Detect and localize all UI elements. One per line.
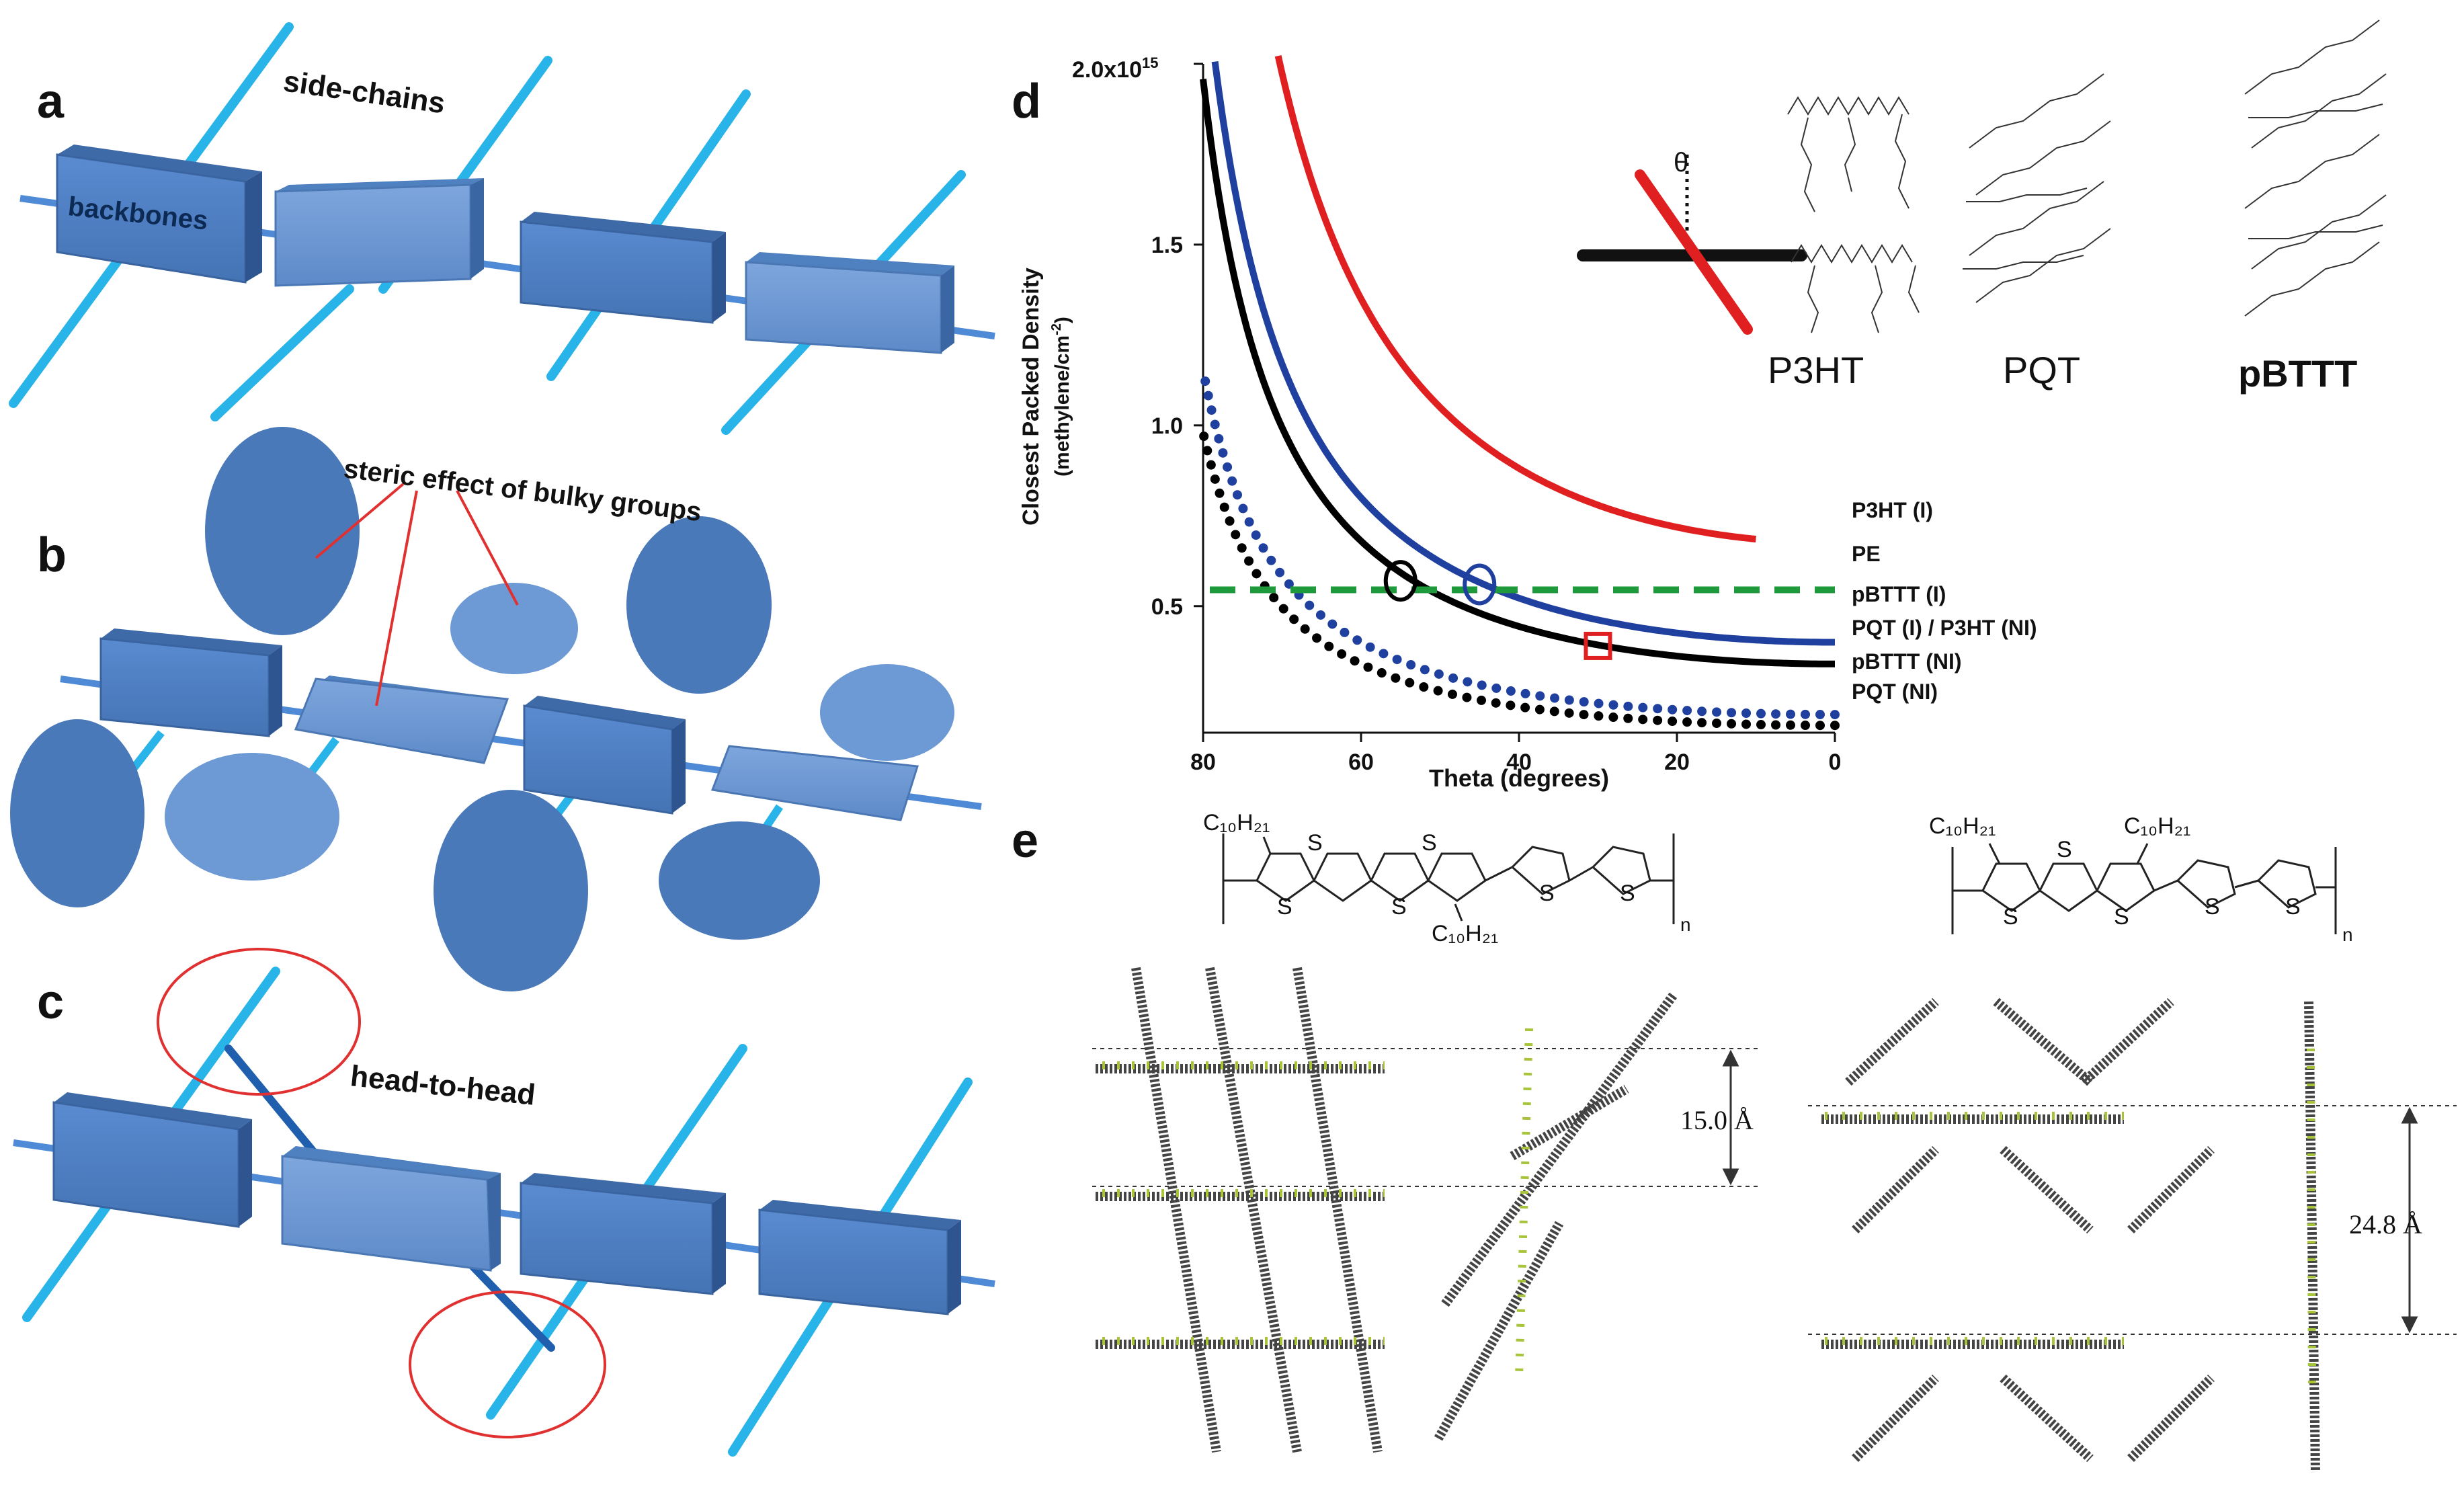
- backbone-blocks: [56, 145, 954, 354]
- head-to-head-chains: [224, 1045, 555, 1352]
- panel-b: b steric effect of bulky groups: [10, 427, 982, 991]
- side-chains-label: side-chains: [282, 65, 448, 120]
- marker-ellipse: [1463, 563, 1497, 606]
- sulfur-atom: S: [2057, 837, 2072, 862]
- panel-c: c head-to-head: [13, 948, 995, 1457]
- series-label-pe: PE: [1852, 542, 1881, 566]
- backbone-blocks: [52, 1092, 961, 1315]
- chart-series: [1198, 54, 1840, 731]
- bulky-ellipse: [165, 753, 339, 881]
- bulky-ellipse: [626, 516, 772, 694]
- substituent-top-left: C₁₀H₂₁: [1929, 813, 1996, 839]
- substituent-top: C₁₀H₂₁: [1203, 810, 1270, 836]
- panel-c-letter: c: [37, 975, 64, 1029]
- structure-right: [1951, 843, 2337, 934]
- bulky-ellipse: [434, 790, 588, 991]
- head-to-head-circle: [157, 948, 361, 1096]
- theta-symbol: θ: [1674, 148, 1688, 177]
- x-tick-label: 20: [1664, 749, 1690, 775]
- x-tick-label: 0: [1829, 749, 1842, 775]
- bulky-ellipse: [659, 821, 820, 940]
- series-label-pqt-ni: PQT (NI): [1852, 680, 1938, 704]
- series-line-p3ht-i-: [1274, 54, 1756, 542]
- sulfur-atom: S: [1422, 830, 1437, 856]
- panel-d-letter: d: [1012, 75, 1041, 128]
- y-tick-label: 1.5: [1151, 233, 1183, 258]
- sulfur-atom: S: [2285, 894, 2301, 920]
- marker-square: [1584, 631, 1612, 660]
- structure-left-labels: C₁₀H₂₁ C₁₀H₂₁ S S S S S S n: [1203, 810, 1691, 946]
- backbone-blocks: [99, 628, 919, 821]
- layer-spacing-left: 15.0 Å: [1680, 1105, 1754, 1135]
- sulfur-atom: S: [1307, 830, 1323, 856]
- bulky-ellipse: [450, 583, 578, 674]
- series-line-pbttt-ni-: [1198, 366, 1840, 720]
- layer-spacing-right: 24.8 Å: [2349, 1209, 2422, 1239]
- sulfur-atom: S: [1620, 881, 1635, 906]
- panel-e-letter: e: [1012, 814, 1038, 868]
- y-axis-label-line2: (methylene/cm-2): [1049, 317, 1073, 477]
- panel-e: e C₁₀H₂₁ C₁₀H₂₁ S S S S S S n: [1012, 810, 2457, 1473]
- substituent-top-right: C₁₀H₂₁: [2124, 813, 2190, 839]
- series-label-pqt-i-p3ht-ni: PQT (I) / P3HT (NI): [1852, 616, 2037, 640]
- chain-tilt-line: [1635, 169, 1753, 335]
- axis-ticks: 80 60 40 20 0 0.5 1.0 1.5: [1151, 63, 1842, 775]
- molecule-label-p3ht: P3HT: [1768, 349, 1864, 391]
- sulfur-atom: S: [1277, 894, 1292, 920]
- panel-a: a side-chains backbones: [9, 22, 995, 435]
- molecule-label-pqt: PQT: [2003, 349, 2080, 391]
- repeat-subscript: n: [1680, 914, 1691, 935]
- structure-left: [1222, 833, 1675, 924]
- packing-sketches: [1787, 19, 2387, 333]
- x-tick-label: 80: [1190, 749, 1216, 775]
- sulfur-atom: S: [2114, 904, 2129, 930]
- series-label-p3ht-i: P3HT (I): [1852, 498, 1933, 522]
- series-line-pbttt-i-: [1211, 60, 1835, 646]
- series-line-pqt-ni-: [1198, 428, 1840, 731]
- sulfur-atom: S: [1539, 881, 1555, 906]
- steric-pointer-lines: [315, 483, 519, 706]
- series-labels: P3HT (I) PE pBTTT (I) PQT (I) / P3HT (NI…: [1852, 498, 2037, 704]
- panel-b-letter: b: [37, 528, 67, 582]
- panel-d: d 80 60 40 20 0 0.5 1.0 1.5 2.0x1015 Closest Pa…: [1012, 19, 2387, 792]
- y-tick-label-top: 2.0x1015: [1072, 54, 1158, 83]
- structure-right-labels: C₁₀H₂₁ C₁₀H₂₁ S S S S S n: [1929, 813, 2353, 945]
- packing-left: 15.0 Å: [1092, 967, 1761, 1453]
- panel-a-letter: a: [37, 75, 65, 128]
- x-axis-label: Theta (degrees): [1429, 764, 1609, 792]
- bulky-ellipse: [10, 719, 145, 907]
- y-tick-label: 1.0: [1151, 413, 1183, 439]
- bulky-ellipse: [820, 664, 954, 761]
- series-label-pbttt-ni: pBTTT (NI): [1852, 649, 1962, 674]
- density-chart: 80 60 40 20 0 0.5 1.0 1.5 2.0x1015 Closest Pack…: [1018, 54, 2037, 792]
- theta-inset: θ: [1577, 148, 1807, 335]
- molecule-label-pbttt: pBTTT: [2238, 352, 2357, 395]
- x-tick-label: 60: [1348, 749, 1374, 775]
- substituent-bottom: C₁₀H₂₁: [1432, 921, 1498, 946]
- series-line-pqt-i-p3ht-ni-: [1200, 79, 1835, 667]
- bulky-ellipse: [205, 427, 360, 635]
- marker-ellipse: [1383, 560, 1418, 602]
- x-tick-label: 40: [1506, 749, 1532, 775]
- sulfur-atom: S: [2205, 894, 2220, 920]
- head-to-head-circle: [409, 1291, 606, 1438]
- sulfur-atom: S: [1391, 894, 1407, 920]
- series-label-pbttt-i: pBTTT (I): [1852, 582, 1946, 606]
- bulky-groups: [10, 427, 954, 991]
- p3ht-sketch: [1787, 96, 1920, 333]
- repeat-subscript: n: [2342, 924, 2353, 945]
- pqt-sketch: [1963, 73, 2111, 303]
- head-to-head-label: head-to-head: [349, 1059, 537, 1112]
- pbttt-sketch: [2244, 19, 2387, 317]
- molecule-labels: P3HT PQT pBTTT: [1768, 349, 2357, 395]
- packing-right: 24.8 Å: [1808, 997, 2457, 1473]
- y-axis-label-line1: Closest Packed Density: [1018, 268, 1044, 526]
- sulfur-atom: S: [2003, 904, 2018, 930]
- chart-markers: [1383, 560, 1612, 660]
- y-tick-label: 0.5: [1151, 594, 1183, 620]
